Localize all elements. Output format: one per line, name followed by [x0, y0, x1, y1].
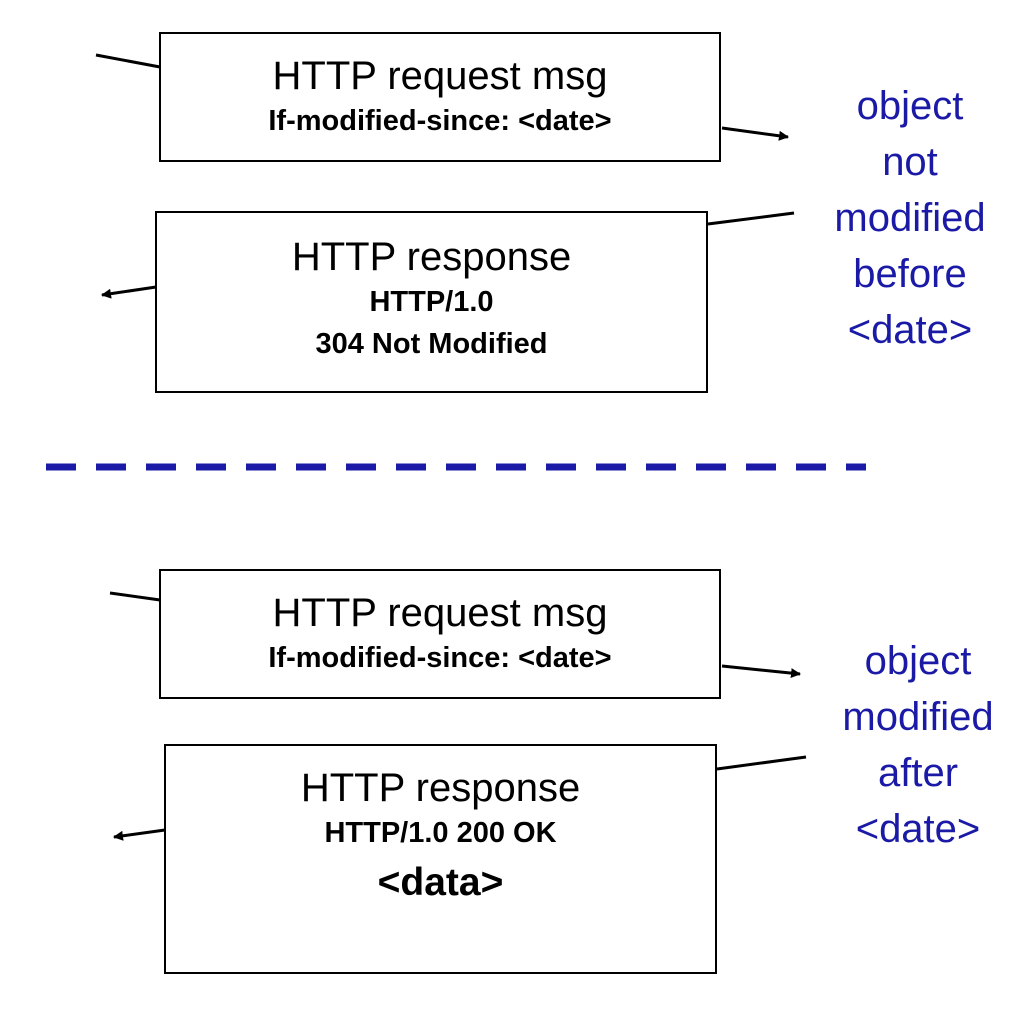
- request-incoming-line-top: [95, 53, 161, 69]
- response-body: <data>: [377, 861, 504, 904]
- request-box-bottom: HTTP request msg If-modified-since: <dat…: [159, 569, 721, 699]
- response-box-bottom: HTTP response HTTP/1.0 200 OK <data>: [164, 744, 717, 974]
- note-line: <date>: [847, 308, 973, 352]
- note-line: <date>: [855, 807, 981, 851]
- request-header: If-modified-since: <date>: [268, 105, 612, 137]
- request-header: If-modified-since: <date>: [268, 642, 612, 674]
- request-outgoing-arrow-top: [721, 126, 789, 141]
- note-line: not: [882, 140, 938, 184]
- response-status-version: HTTP/1.0: [369, 286, 494, 318]
- note-modified: object modified after <date>: [808, 633, 1028, 857]
- note-line: object: [864, 639, 972, 683]
- response-status-line: HTTP/1.0 200 OK: [324, 817, 557, 849]
- response-title: HTTP response: [300, 766, 581, 810]
- request-title: HTTP request msg: [272, 54, 608, 98]
- response-box-top: HTTP response HTTP/1.0 304 Not Modified: [155, 211, 708, 393]
- note-line: object: [856, 84, 964, 128]
- note-line: modified: [834, 196, 986, 240]
- response-title: HTTP response: [291, 235, 572, 279]
- response-outgoing-arrow-bottom: [113, 828, 166, 841]
- note-line: after: [877, 751, 959, 795]
- request-title: HTTP request msg: [272, 591, 608, 635]
- note-line: modified: [842, 695, 994, 739]
- response-incoming-line-top: [707, 211, 795, 226]
- request-incoming-line-bottom: [109, 591, 161, 602]
- request-box-top: HTTP request msg If-modified-since: <dat…: [159, 32, 721, 162]
- response-incoming-line-bottom: [716, 755, 807, 771]
- response-outgoing-arrow-top: [101, 285, 157, 299]
- note-not-modified: object not modified before <date>: [800, 78, 1020, 358]
- response-status-code: 304 Not Modified: [315, 328, 548, 360]
- note-line: before: [853, 252, 967, 296]
- request-outgoing-arrow-bottom: [721, 664, 801, 679]
